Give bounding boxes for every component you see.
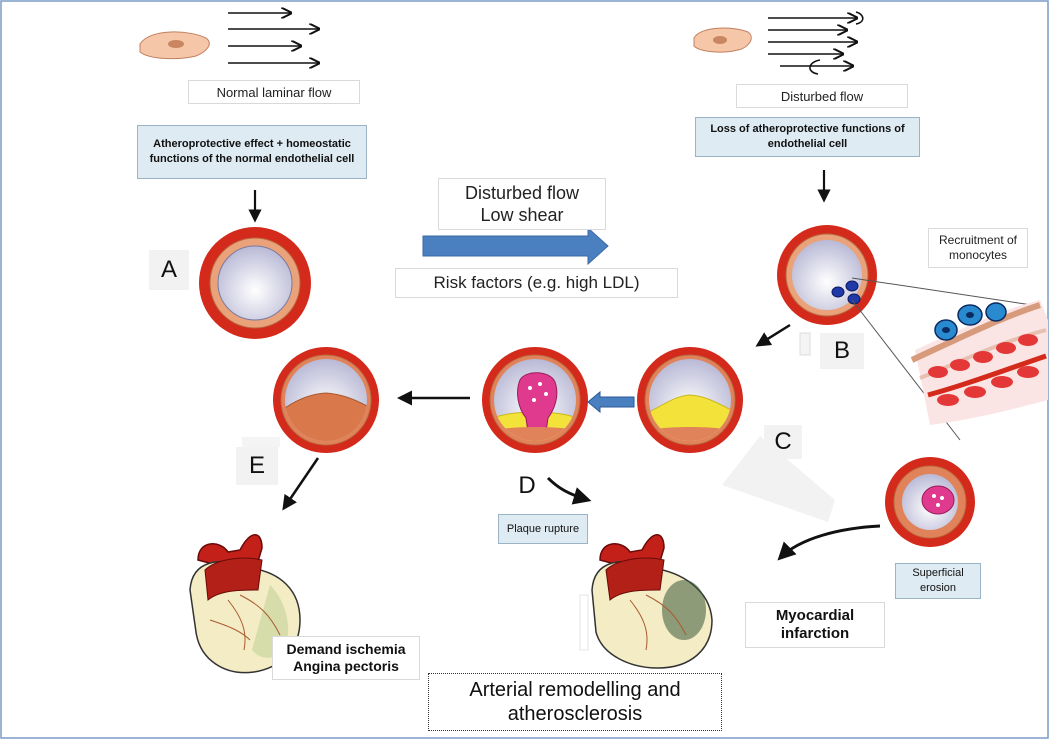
vessel-superficial-erosion: [885, 457, 975, 547]
arrow-icon: [546, 476, 592, 505]
letter-e: E: [236, 447, 278, 485]
vessel-monocyte-recruitment: [777, 225, 877, 325]
blank-patch: [579, 594, 589, 651]
endothelial-cell-icon: [139, 31, 210, 60]
blank-patch: [722, 436, 835, 522]
risk-factors-label: Risk factors (e.g. high LDL): [395, 268, 678, 298]
diagram-caption: Arterial remodelling and atherosclerosis: [428, 673, 722, 731]
blank-patch: [242, 437, 280, 447]
blue-small-arrow-icon: [587, 390, 635, 414]
disturbed-low-shear-label: Disturbed flow Low shear: [438, 178, 606, 230]
arrow-icon: [755, 323, 791, 347]
monocyte-zoom-illustration: [910, 300, 1048, 425]
heart-infarction-illustration: [591, 534, 713, 669]
zoom-line: [851, 277, 1033, 306]
loss-functions-label: Loss of atheroprotective functions of en…: [695, 117, 920, 157]
letter-a: A: [149, 250, 189, 290]
letter-d: D: [518, 472, 536, 499]
recruitment-label: Recruitment of monocytes: [928, 228, 1028, 268]
demand-ischemia-label: Demand ischemia Angina pectoris: [272, 636, 420, 680]
normal-flow-label: Normal laminar flow: [188, 80, 360, 104]
arrow-icon: [777, 524, 881, 561]
disturbed-flow-label: Disturbed flow: [736, 84, 908, 108]
superficial-erosion-label: Superficial erosion: [895, 563, 981, 599]
myocardial-infarction-label: Myocardial infarction: [745, 602, 885, 648]
disturbed-flow-arrows-icon: [768, 11, 864, 75]
letter-b: B: [820, 333, 864, 369]
vessel-fatty-plaque: [637, 347, 743, 453]
progression-arrow-icon: [422, 226, 609, 266]
vessel-plaque-rupture: [482, 347, 588, 453]
plaque-rupture-label: Plaque rupture: [498, 514, 588, 544]
endothelial-cell-icon: [693, 27, 752, 53]
vessel-normal: [199, 227, 311, 339]
arrow-icon: [282, 457, 320, 511]
blank-patch: [799, 332, 811, 356]
letter-c: C: [764, 425, 802, 459]
laminar-flow-arrows-icon: [228, 13, 318, 63]
atheroprotective-label: Atheroprotective effect + homeostatic fu…: [137, 125, 367, 179]
vessel-remodelled: [273, 347, 379, 453]
